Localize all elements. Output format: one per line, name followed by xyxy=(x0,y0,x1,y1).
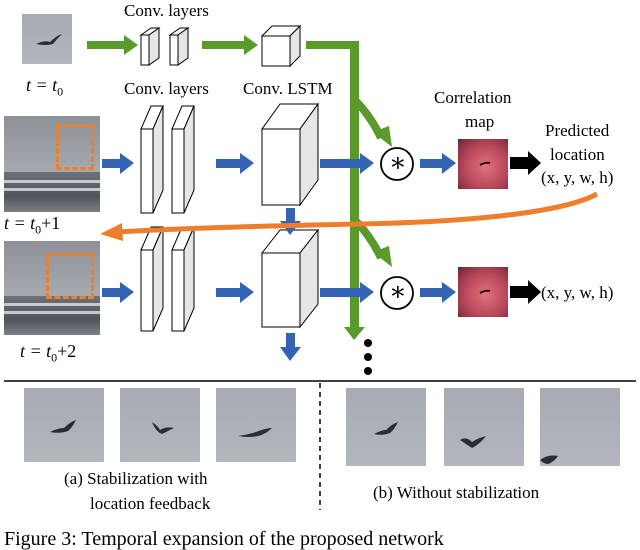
unstabilized-patch-1 xyxy=(346,388,426,466)
correlation-map-1 xyxy=(458,139,508,189)
continuation-dots xyxy=(364,339,372,375)
conv-block-mid-2 xyxy=(171,105,195,214)
conv-operator-symbol-1: ∗ xyxy=(389,148,407,177)
blue-arrow-frame-to-conv-bot xyxy=(102,282,134,303)
correlation-map-2 xyxy=(458,267,508,317)
search-region-box xyxy=(46,253,94,299)
search-region-box xyxy=(56,124,94,170)
panel-a-caption-line2: location feedback xyxy=(90,494,211,513)
bird-icon xyxy=(374,422,398,435)
blue-arrow-lstm-to-corr-mid xyxy=(320,153,374,174)
conv-lstm-block-bot xyxy=(260,228,320,329)
blue-arrow-lstm-to-corr-bot xyxy=(320,282,374,303)
conv-block-top-2 xyxy=(168,27,190,66)
video-frame-t2 xyxy=(4,241,100,335)
panel-a-caption-line1: (a) Stabilization with xyxy=(64,469,208,488)
blue-arrow-conv-to-lstm-mid xyxy=(216,153,254,174)
output-bbox-label-2: (x, y, w, h) xyxy=(541,283,614,302)
blue-arrow-lstm-down-bot xyxy=(280,333,301,361)
blue-arrow-corr-to-map-bot xyxy=(420,282,456,303)
time-label-t2: t = t0+2 xyxy=(20,341,77,365)
conv-lstm-block-mid xyxy=(261,102,319,207)
green-branch-2 xyxy=(352,217,392,267)
conv-block-mid-1 xyxy=(140,105,164,214)
green-arrow-input-to-conv xyxy=(87,35,138,55)
circled-asterisk-icon xyxy=(380,147,414,181)
green-arrow-conv-to-lstm xyxy=(202,35,258,55)
conv-lstm-label: Conv. LSTM xyxy=(243,79,333,98)
time-label-t1: t = t0+1 xyxy=(4,213,61,237)
bird-icon xyxy=(460,436,486,448)
bird-icon xyxy=(36,34,62,45)
black-arrow-to-predicted-2 xyxy=(510,280,541,304)
black-arrow-to-predicted-1 xyxy=(510,151,541,175)
green-branch-1 xyxy=(352,97,392,147)
conv-block-top-1 xyxy=(139,27,161,66)
time-label-t0: t = t0 xyxy=(26,75,64,99)
conv-operator-symbol-2: ∗ xyxy=(389,277,407,306)
blue-arrow-conv-to-lstm-bot xyxy=(216,282,254,303)
conv-layers-label-mid: Conv. layers xyxy=(124,79,209,98)
conv-lstm-block-top xyxy=(260,24,302,68)
target-patch-t0 xyxy=(22,14,72,64)
panel-b-caption: (b) Without stabilization xyxy=(373,483,540,502)
bird-icon xyxy=(152,422,174,434)
green-trunk xyxy=(306,41,365,340)
predicted-location-label-line1: Predicted xyxy=(545,121,610,140)
video-frame-t1 xyxy=(4,116,100,212)
bird-icon xyxy=(540,455,558,464)
conv-block-bot-2 xyxy=(171,226,195,332)
stabilized-patch-3 xyxy=(216,388,296,462)
output-bbox-label-1: (x, y, w, h) xyxy=(541,168,614,187)
unstabilized-patch-2 xyxy=(444,388,524,466)
correlation-map-label-line2: map xyxy=(465,112,495,131)
blue-arrow-frame-to-conv-mid xyxy=(102,153,134,174)
figure-caption: Figure 3: Temporal expansion of the prop… xyxy=(4,528,444,550)
circled-asterisk-icon xyxy=(380,276,414,310)
blue-arrow-corr-to-map-mid xyxy=(420,153,456,174)
stabilized-patch-2 xyxy=(120,388,200,462)
stabilized-patch-1 xyxy=(24,388,104,462)
conv-layers-label-top: Conv. layers xyxy=(124,1,209,20)
bird-icon xyxy=(238,428,272,437)
predicted-location-label-line2: location xyxy=(550,145,605,164)
conv-block-bot-1 xyxy=(140,226,164,332)
correlation-map-label-line1: Correlation xyxy=(434,88,512,107)
bird-icon xyxy=(50,420,76,433)
orange-feedback-arrow xyxy=(100,191,599,241)
unstabilized-patch-3 xyxy=(540,388,620,466)
